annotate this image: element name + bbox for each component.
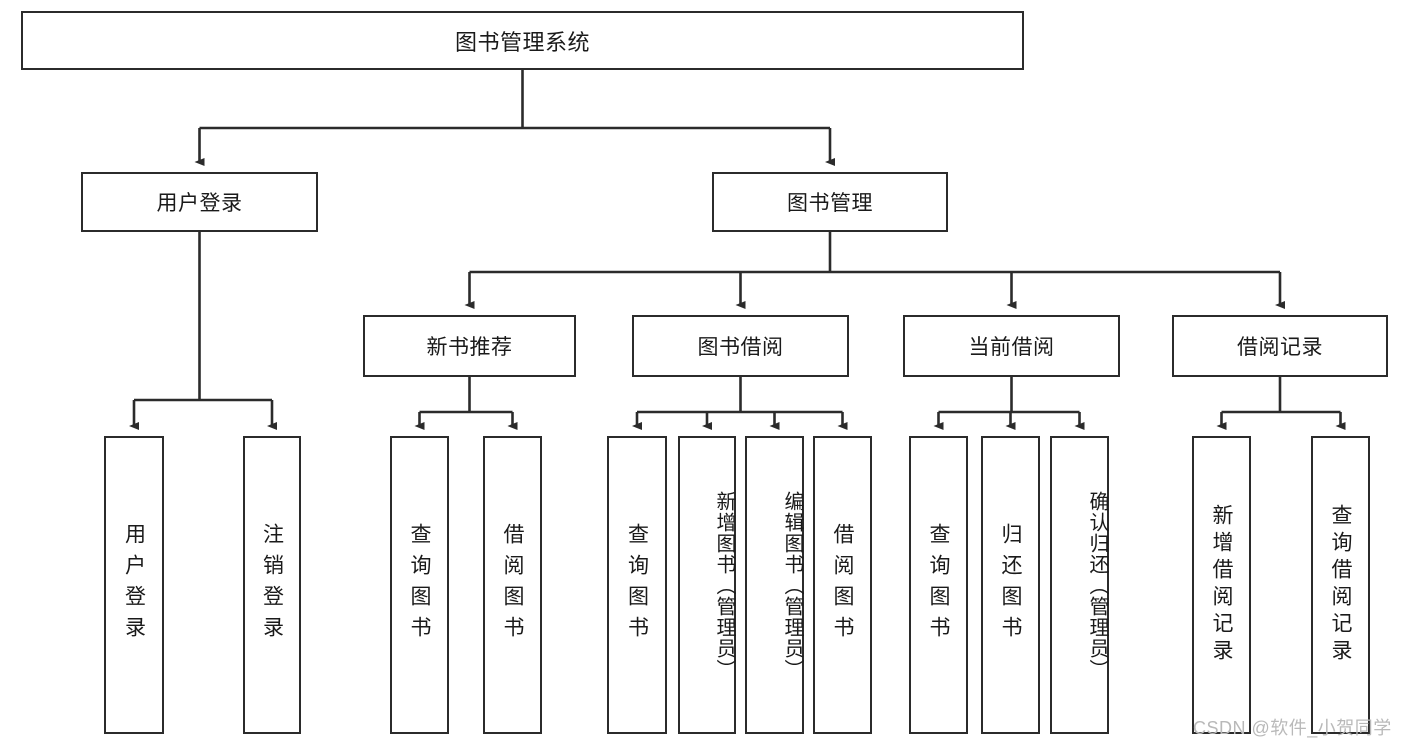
node-label: 用户登录 <box>122 523 146 647</box>
node-label: 归还图书 <box>999 523 1022 647</box>
node-root-system: 图书管理系统 <box>21 11 1024 70</box>
node-label: 查询图书 <box>625 523 649 647</box>
node-label: 新增借阅记录 <box>1210 504 1233 666</box>
node-label: 图书管理 <box>787 192 873 215</box>
node-label: 图书借阅 <box>697 336 784 359</box>
node-current-borrow: 当前借阅 <box>903 315 1120 377</box>
node-leaf-confirm-return: 确认归还（管理员） <box>1050 436 1109 734</box>
node-label: 查询图书 <box>927 523 950 647</box>
node-label: 注销登录 <box>260 523 284 647</box>
node-leaf-logout: 注销登录 <box>243 436 301 734</box>
node-leaf-edit-book: 编辑图书（管理员） <box>745 436 804 734</box>
node-label: 新书推荐 <box>426 336 513 359</box>
node-leaf-add-record: 新增借阅记录 <box>1192 436 1251 734</box>
node-leaf-add-book: 新增图书（管理员） <box>678 436 736 734</box>
node-label: 查询图书 <box>408 523 431 647</box>
node-label: 借阅图书 <box>501 523 524 647</box>
node-leaf-borrow-book-1: 借阅图书 <box>483 436 542 734</box>
node-label: 当前借阅 <box>968 336 1055 359</box>
node-borrow-record: 借阅记录 <box>1172 315 1388 377</box>
node-leaf-query-book-2: 查询图书 <box>607 436 667 734</box>
node-leaf-query-book-1: 查询图书 <box>390 436 449 734</box>
node-label: 用户登录 <box>156 192 243 215</box>
node-label: 新增图书（管理员） <box>713 490 735 680</box>
csdn-watermark: CSDN @软件_小贺同学 <box>1193 718 1392 738</box>
node-leaf-user-login: 用户登录 <box>104 436 164 734</box>
node-label: 查询借阅记录 <box>1329 504 1352 666</box>
node-label: 图书管理系统 <box>454 29 590 55</box>
node-book-borrow: 图书借阅 <box>632 315 849 377</box>
node-label: 借阅记录 <box>1237 336 1323 359</box>
node-new-book-recommend: 新书推荐 <box>363 315 576 377</box>
node-leaf-query-book-3: 查询图书 <box>909 436 968 734</box>
node-leaf-return-book: 归还图书 <box>981 436 1040 734</box>
node-label: 编辑图书（管理员） <box>781 490 803 680</box>
node-user-login: 用户登录 <box>81 172 318 232</box>
node-leaf-query-record: 查询借阅记录 <box>1311 436 1370 734</box>
node-book-manage: 图书管理 <box>712 172 948 232</box>
node-label: 借阅图书 <box>831 523 854 647</box>
node-leaf-borrow-book-2: 借阅图书 <box>813 436 872 734</box>
node-label: 确认归还（管理员） <box>1086 490 1108 680</box>
